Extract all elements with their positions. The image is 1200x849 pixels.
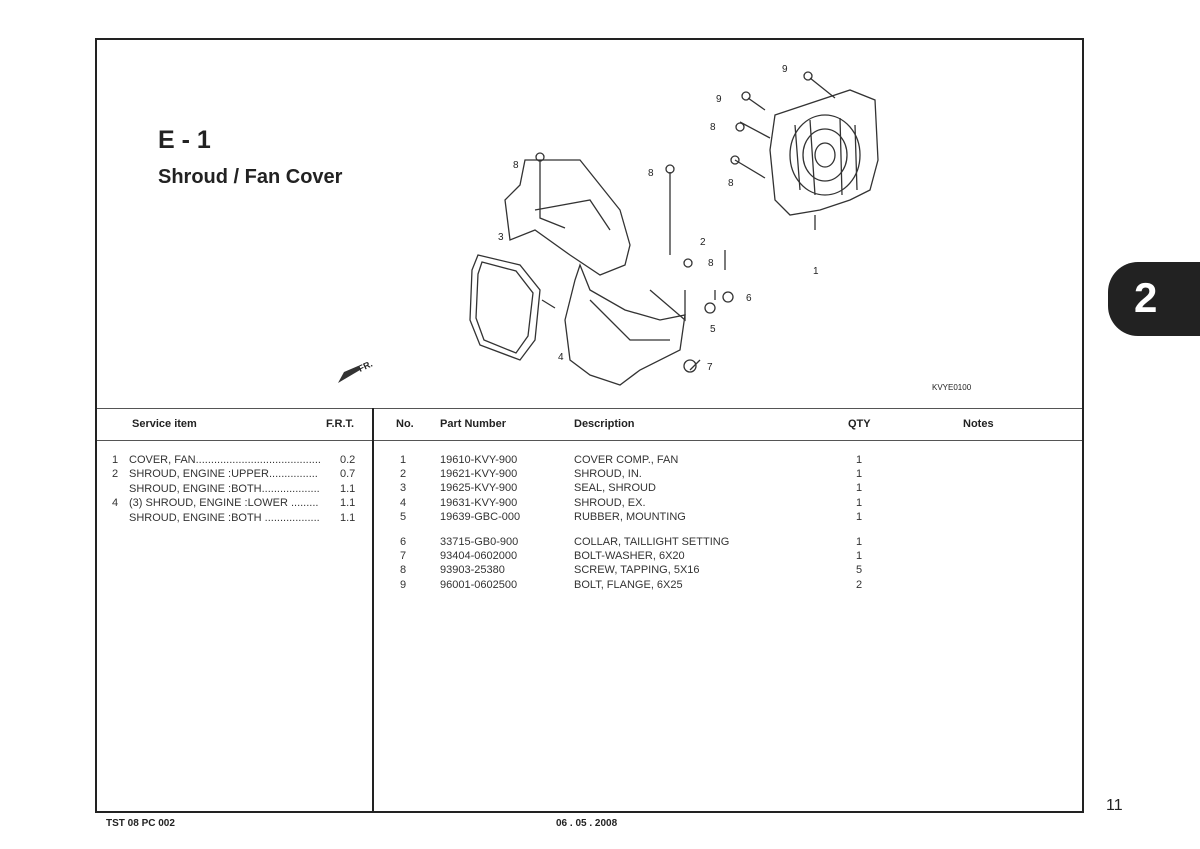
header-description: Description: [574, 418, 635, 430]
header-service-item: Service item: [132, 418, 197, 430]
header-qty: QTY: [848, 418, 871, 430]
callout-4: 4: [558, 352, 564, 363]
header-no: No.: [396, 418, 414, 430]
part-no: 6: [400, 536, 407, 548]
part-no: 3: [400, 482, 407, 495]
part-description: BOLT-WASHER, 6X20: [574, 550, 685, 563]
part-qty: 1: [856, 550, 863, 563]
front-label: FR.: [357, 359, 374, 374]
part-number: 33715-GB0-900: [440, 536, 519, 548]
callout-6: 6: [746, 293, 752, 304]
callout-2: 2: [700, 237, 706, 248]
part-number: 96001-0602500: [440, 578, 518, 591]
upper-shroud-part: [504, 159, 631, 276]
part-qty: 1: [856, 510, 863, 523]
seal-part: [469, 254, 541, 361]
callout-5: 5: [710, 324, 716, 335]
service-item-name: COVER, FAN..............................…: [129, 454, 321, 466]
column-divider: [372, 408, 374, 811]
service-item-frt: 1.1: [340, 497, 356, 510]
part-no: 2: [400, 468, 407, 481]
part-qty: 1: [856, 536, 863, 548]
part-no: 5: [400, 510, 407, 523]
part-qty: 2: [856, 578, 863, 591]
service-item-frt: 0.7: [340, 468, 356, 481]
part-number: 19621-KVY-900: [440, 468, 518, 481]
section-code: E - 1: [158, 126, 211, 154]
section-tab: 2: [1108, 262, 1200, 336]
part-description: SEAL, SHROUD: [574, 482, 656, 495]
table-top-rule: [97, 408, 1082, 409]
exploded-parts-diagram: 1 2 3 4 5 6 7 8 9 8 8 8 8 9 KVYE0100 FR.: [338, 64, 972, 392]
part-qty: 1: [856, 454, 863, 466]
lower-shroud-part: [564, 263, 686, 386]
part-no: 9: [400, 578, 407, 591]
service-item-frt: 1.1: [340, 511, 356, 524]
header-part-number: Part Number: [440, 418, 507, 430]
part-number: 93404-0602000: [440, 550, 518, 563]
service-item-name: SHROUD, ENGINE :BOTH ..................: [129, 511, 320, 524]
diagram-code: KVYE0100: [932, 383, 972, 392]
header-notes: Notes: [963, 418, 994, 430]
part-qty: 5: [856, 564, 863, 577]
part-description: SHROUD, EX.: [574, 496, 646, 509]
part-no: 7: [400, 550, 407, 563]
svg-text:8: 8: [648, 168, 654, 179]
callout-9: 9: [782, 64, 788, 75]
callout-3: 3: [498, 232, 504, 243]
svg-text:9: 9: [716, 94, 722, 105]
page-frame: [95, 38, 1084, 813]
svg-text:8: 8: [708, 258, 714, 269]
footer-date: 06 . 05 . 2008: [556, 818, 618, 829]
service-item-number: 2: [112, 468, 119, 481]
service-item-number: 4: [112, 497, 119, 510]
callout-8: 8: [513, 160, 519, 171]
front-arrow-icon: [338, 366, 360, 383]
part-no: 4: [400, 496, 407, 509]
part-description: COVER COMP., FAN: [574, 454, 679, 466]
service-item-name: (3) SHROUD, ENGINE :LOWER .........: [129, 497, 319, 510]
part-description: RUBBER, MOUNTING: [574, 510, 686, 523]
part-number: 19639-GBC-000: [440, 510, 521, 523]
part-number: 93903-25380: [440, 564, 505, 577]
fan-grille: [789, 114, 861, 196]
part-no: 8: [400, 564, 407, 577]
part-number: 19631-KVY-900: [440, 496, 518, 509]
part-number: 19610-KVY-900: [440, 454, 518, 466]
page-number: 11: [1106, 797, 1123, 814]
svg-text:8: 8: [710, 122, 716, 133]
part-description: BOLT, FLANGE, 6X25: [574, 578, 683, 591]
service-item-name: SHROUD, ENGINE :UPPER................: [129, 468, 318, 481]
section-title: Shroud / Fan Cover: [158, 166, 343, 188]
svg-text:8: 8: [728, 178, 734, 189]
service-item-number: 1: [112, 454, 119, 466]
part-description: COLLAR, TAILLIGHT SETTING: [574, 536, 730, 548]
service-item-name: SHROUD, ENGINE :BOTH...................: [129, 482, 320, 495]
service-item-frt: 0.2: [340, 454, 356, 466]
part-no: 1: [400, 454, 407, 466]
part-qty: 1: [856, 482, 863, 495]
part-description: SCREW, TAPPING, 5X16: [574, 564, 700, 577]
callout-7: 7: [707, 362, 713, 373]
callout-1: 1: [813, 266, 819, 277]
header-rule: [97, 440, 1082, 441]
service-item-frt: 1.1: [340, 482, 356, 495]
section-tab-number: 2: [1134, 274, 1158, 321]
header-frt: F.R.T.: [326, 418, 355, 430]
part-number: 19625-KVY-900: [440, 482, 518, 495]
footer-doc-code: TST 08 PC 002: [106, 818, 175, 829]
fan-cover-part: [769, 89, 879, 216]
part-description: SHROUD, IN.: [574, 468, 642, 481]
part-qty: 1: [856, 468, 863, 481]
part-qty: 1: [856, 496, 863, 509]
